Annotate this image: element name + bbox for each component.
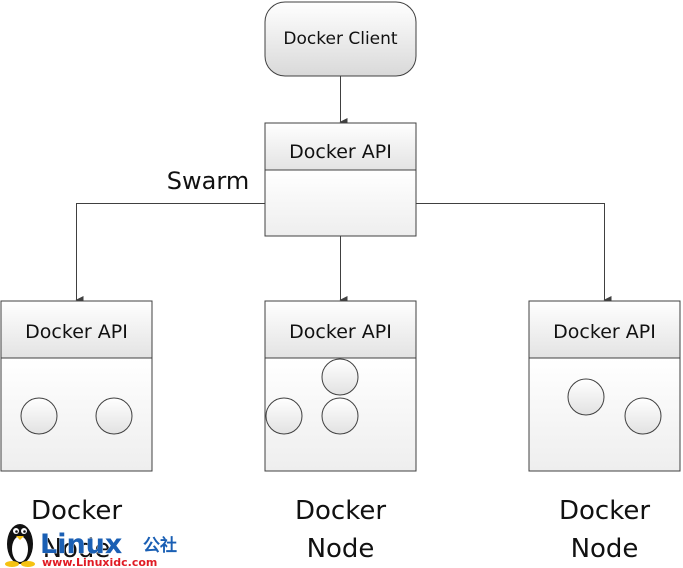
- node-center-api-label: Docker API: [289, 321, 392, 343]
- node-left-api-header: [0, 300, 153, 359]
- node-center-caption-line1: Docker: [295, 496, 386, 526]
- node-left-caption-line2: Node: [43, 534, 111, 564]
- node-left-container-2: [95, 397, 133, 435]
- swarm-body: [264, 169, 417, 237]
- swarm-to-node-right-arrow: [416, 203, 612, 304]
- docker-client: Docker Client: [264, 1, 417, 77]
- node-right-api-label: Docker API: [553, 321, 656, 343]
- node-center-api-header: [264, 300, 417, 359]
- docker-node-left: Docker API Docker Node: [0, 300, 153, 564]
- node-right-caption-line2: Node: [571, 534, 639, 564]
- watermark-logo: Linux 公社 www.Linuxidc.com: [5, 524, 177, 568]
- node-left-container-1: [20, 397, 58, 435]
- docker-node-center: Docker API Docker Node: [264, 300, 417, 564]
- node-left-caption-line1: Docker: [31, 496, 122, 526]
- node-center-container-1: [321, 358, 359, 396]
- swarm-to-node-left-arrow: [75, 203, 265, 304]
- watermark-brand-cn: 公社: [143, 535, 177, 556]
- docker-node-right: Docker API Docker Node: [528, 300, 681, 564]
- swarm-label: Swarm: [167, 167, 249, 195]
- node-right-container-1: [567, 378, 605, 416]
- node-right-api-header: [528, 300, 681, 359]
- node-center-container-2: [265, 397, 303, 435]
- docker-client-label: Docker Client: [283, 29, 397, 49]
- node-center-caption-line2: Node: [307, 534, 375, 564]
- docker-client-box: [264, 1, 417, 77]
- watermark-url: www.Linuxidc.com: [42, 556, 157, 568]
- swarm-manager: Docker API Swarm: [167, 122, 417, 237]
- node-right-container-2: [624, 397, 662, 435]
- node-right-caption-line1: Docker: [559, 496, 650, 526]
- connectors: [75, 76, 612, 304]
- node-center-container-3: [321, 397, 359, 435]
- node-left-api-label: Docker API: [25, 321, 128, 343]
- watermark-brand: Linux: [40, 529, 122, 560]
- swarm-api-label: Docker API: [289, 141, 392, 163]
- tux-penguin-icon: [5, 524, 35, 567]
